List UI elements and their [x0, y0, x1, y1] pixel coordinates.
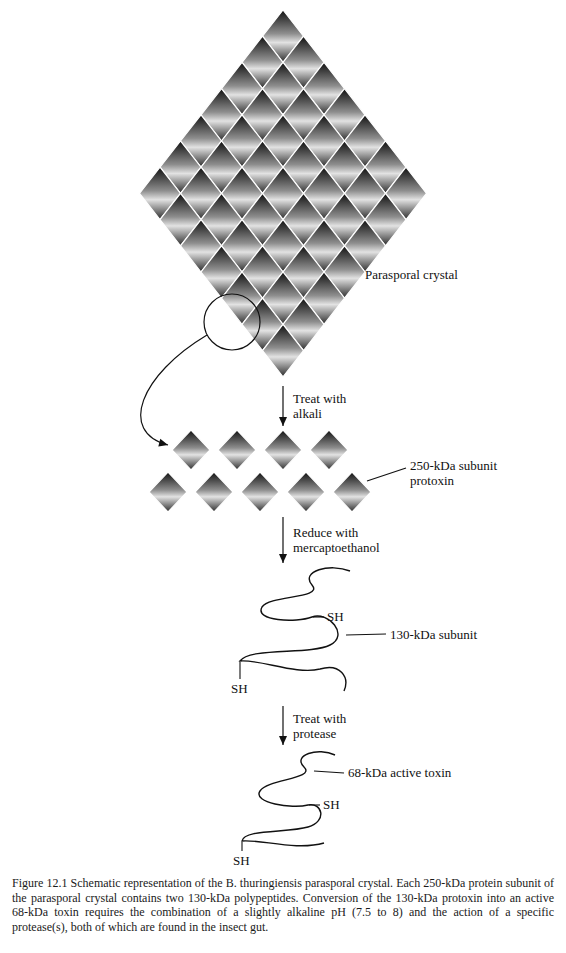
arrow-head	[279, 417, 287, 426]
sh-group: SH	[233, 853, 250, 868]
sh-group: SH	[323, 797, 340, 812]
thiol-bond	[241, 842, 242, 851]
stage-label: Parasporal crystal	[365, 267, 458, 282]
process-arrow	[279, 706, 287, 745]
protein-subunit	[149, 472, 187, 512]
stage-label: 130-kDa subunit	[390, 627, 477, 642]
polypeptide-chain	[240, 568, 350, 691]
protein-subunit	[195, 472, 233, 512]
thiol-bond	[239, 662, 240, 679]
process-arrow	[141, 335, 207, 447]
leader-line	[314, 771, 344, 773]
arrow-head	[158, 439, 168, 447]
protein-subunit	[263, 324, 304, 376]
protein-subunit	[241, 472, 279, 512]
stage-label: 250-kDa subunit protoxin	[410, 458, 510, 488]
stage-label: 68-kDa active toxin	[348, 765, 451, 780]
curved-arrow-line	[141, 335, 207, 445]
process-arrow	[279, 386, 287, 426]
protein-subunit	[264, 430, 302, 470]
sh-group: SH	[327, 609, 344, 624]
process-arrow	[279, 517, 287, 563]
stage-illustration	[130, 5, 475, 383]
subunit-stage: SH130-kDa subunitSH	[200, 565, 500, 703]
protein-subunit	[287, 472, 325, 512]
protein-subunit	[218, 430, 256, 470]
thiol-bond	[313, 616, 324, 617]
protein-subunit	[172, 430, 210, 470]
protoxin-stage: 250-kDa subunit protoxin	[120, 428, 520, 514]
leader-line	[346, 634, 386, 635]
toxin-stage: 68-kDa active toxinSH SH	[200, 747, 500, 871]
figure-caption: Figure 12.1 Schematic representation of …	[12, 876, 554, 934]
step-label: Treat with protease	[291, 711, 365, 741]
crystal-stage: Parasporal crystal	[130, 5, 475, 383]
sh-group: SH	[231, 681, 248, 696]
arrow-head	[279, 736, 287, 745]
protein-subunit	[333, 472, 371, 512]
step-label: Reduce with mercaptoethanol	[291, 525, 395, 555]
thiol-bond	[309, 804, 320, 805]
arrow-head	[279, 554, 287, 563]
step-label: Treat with alkali	[291, 391, 365, 421]
protein-subunit	[310, 430, 348, 470]
highlight-circle	[204, 294, 260, 350]
leader-line	[367, 468, 406, 481]
polypeptide-chain	[242, 752, 335, 846]
